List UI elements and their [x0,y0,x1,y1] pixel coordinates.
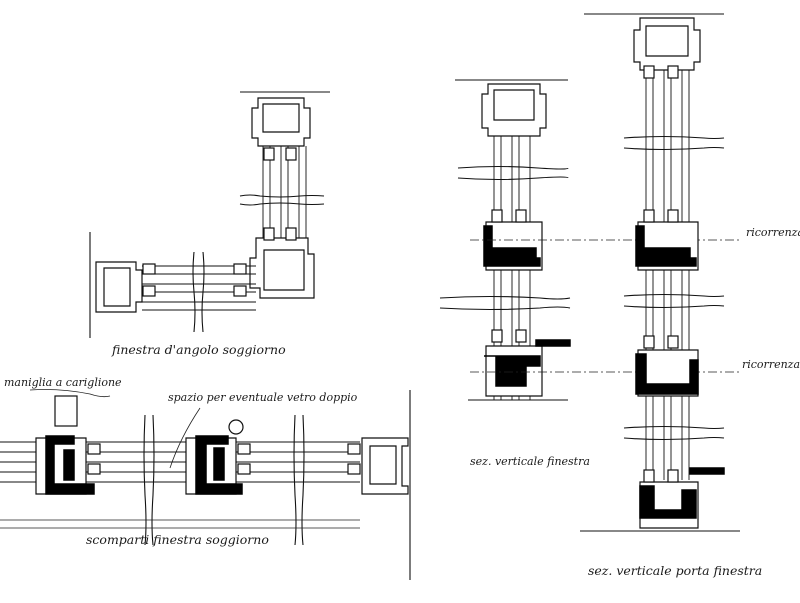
vdoor-handle [689,467,725,475]
handle-leader [29,389,111,398]
corner-wall-cross-2 [239,202,325,206]
vertical-door-section: sez. verticale porta finestra [580,13,762,578]
plan-frame-1b [63,449,75,481]
corner-wall-v2 [201,251,205,333]
plan-clip-3 [237,443,251,455]
plan-frame-2 [195,435,243,495]
plan-wall-3 [293,414,297,546]
vwin-head-inner [493,89,535,121]
vdoor-wall-a2 [623,146,725,151]
corner-clip-7 [233,263,247,275]
corner-joint-inner [263,249,305,291]
corner-top-profile-inner [262,103,300,133]
vwin-clip-2 [515,209,527,223]
vwin-wall-a2 [457,176,569,181]
living-window-plan: maniglia a cariglione spazio per eventua… [0,376,411,580]
marker-circle [228,419,244,435]
plan-frame-1 [45,435,95,495]
vwin-handle [535,339,571,347]
plan-clip-1 [87,443,101,455]
vdoor-wall-c1 [623,425,725,430]
vertical-window-label: sez. verticale finestra [470,455,590,468]
handle-label: maniglia a cariglione [4,376,122,389]
corner-clip-1 [263,147,275,161]
vwin-transom-frame [483,225,541,267]
vdoor-head-inner [645,25,689,57]
course-label-2: ricorrenza [742,358,800,371]
vdoor-transom2-frame [635,353,699,395]
vdoor-sill-frame [639,485,697,519]
vdoor-clip-4 [667,209,679,223]
vdoor-clip-7 [643,469,655,483]
vwin-clip-4 [515,329,527,343]
plan-clip-6 [347,463,361,475]
plan-profile-3-inner [369,445,397,485]
plan-clip-5 [347,443,361,455]
corner-window-plan: finestra d'angolo soggiorno [89,91,330,357]
corner-clip-2 [285,147,297,161]
corner-clip-3 [263,227,275,241]
vdoor-wall-b2 [623,304,725,309]
handle-box [54,395,78,427]
vwin-wall-b1 [439,295,571,300]
vdoor-clip-8 [667,469,679,483]
plan-clip-2 [87,463,101,475]
vdoor-wall-a1 [623,135,725,140]
vdoor-wall-c2 [623,436,725,441]
corner-clip-8 [233,285,247,297]
vertical-door-label: sez. verticale porta finestra [588,563,762,578]
vwin-wall-b2 [439,306,571,311]
plan-frame-2b [213,447,225,481]
vwin-clip-1 [491,209,503,223]
plan-wall-1 [143,414,147,546]
compartments-label: scomparti finestra soggiorno [86,532,269,547]
corner-clip-4 [285,227,297,241]
plan-wall-2 [151,414,155,546]
corner-window-label: finestra d'angolo soggiorno [111,342,286,357]
corner-clip-5 [142,263,156,275]
vdoor-clip-3 [643,209,655,223]
double-glazing-label: spazio per eventuale vetro doppio [168,391,358,404]
vdoor-clip-5 [643,335,655,349]
course-label-1: ricorrenza [746,226,800,239]
vwin-clip-3 [491,329,503,343]
corner-left-inner [103,267,131,307]
plan-clip-4 [237,463,251,475]
vertical-window-section: sez. verticale finestra [439,79,590,468]
corner-wall-cross-1 [239,194,325,198]
corner-wall-v1 [192,251,196,333]
plan-wall-4 [301,414,305,546]
corner-clip-6 [142,285,156,297]
vdoor-transom1-frame [635,225,697,267]
vdoor-clip-1 [643,65,655,79]
vwin-wall-a1 [457,165,569,170]
vdoor-clip-2 [667,65,679,79]
vwin-sill-frame [484,355,541,387]
vdoor-clip-6 [667,335,679,349]
vdoor-wall-b1 [623,293,725,298]
